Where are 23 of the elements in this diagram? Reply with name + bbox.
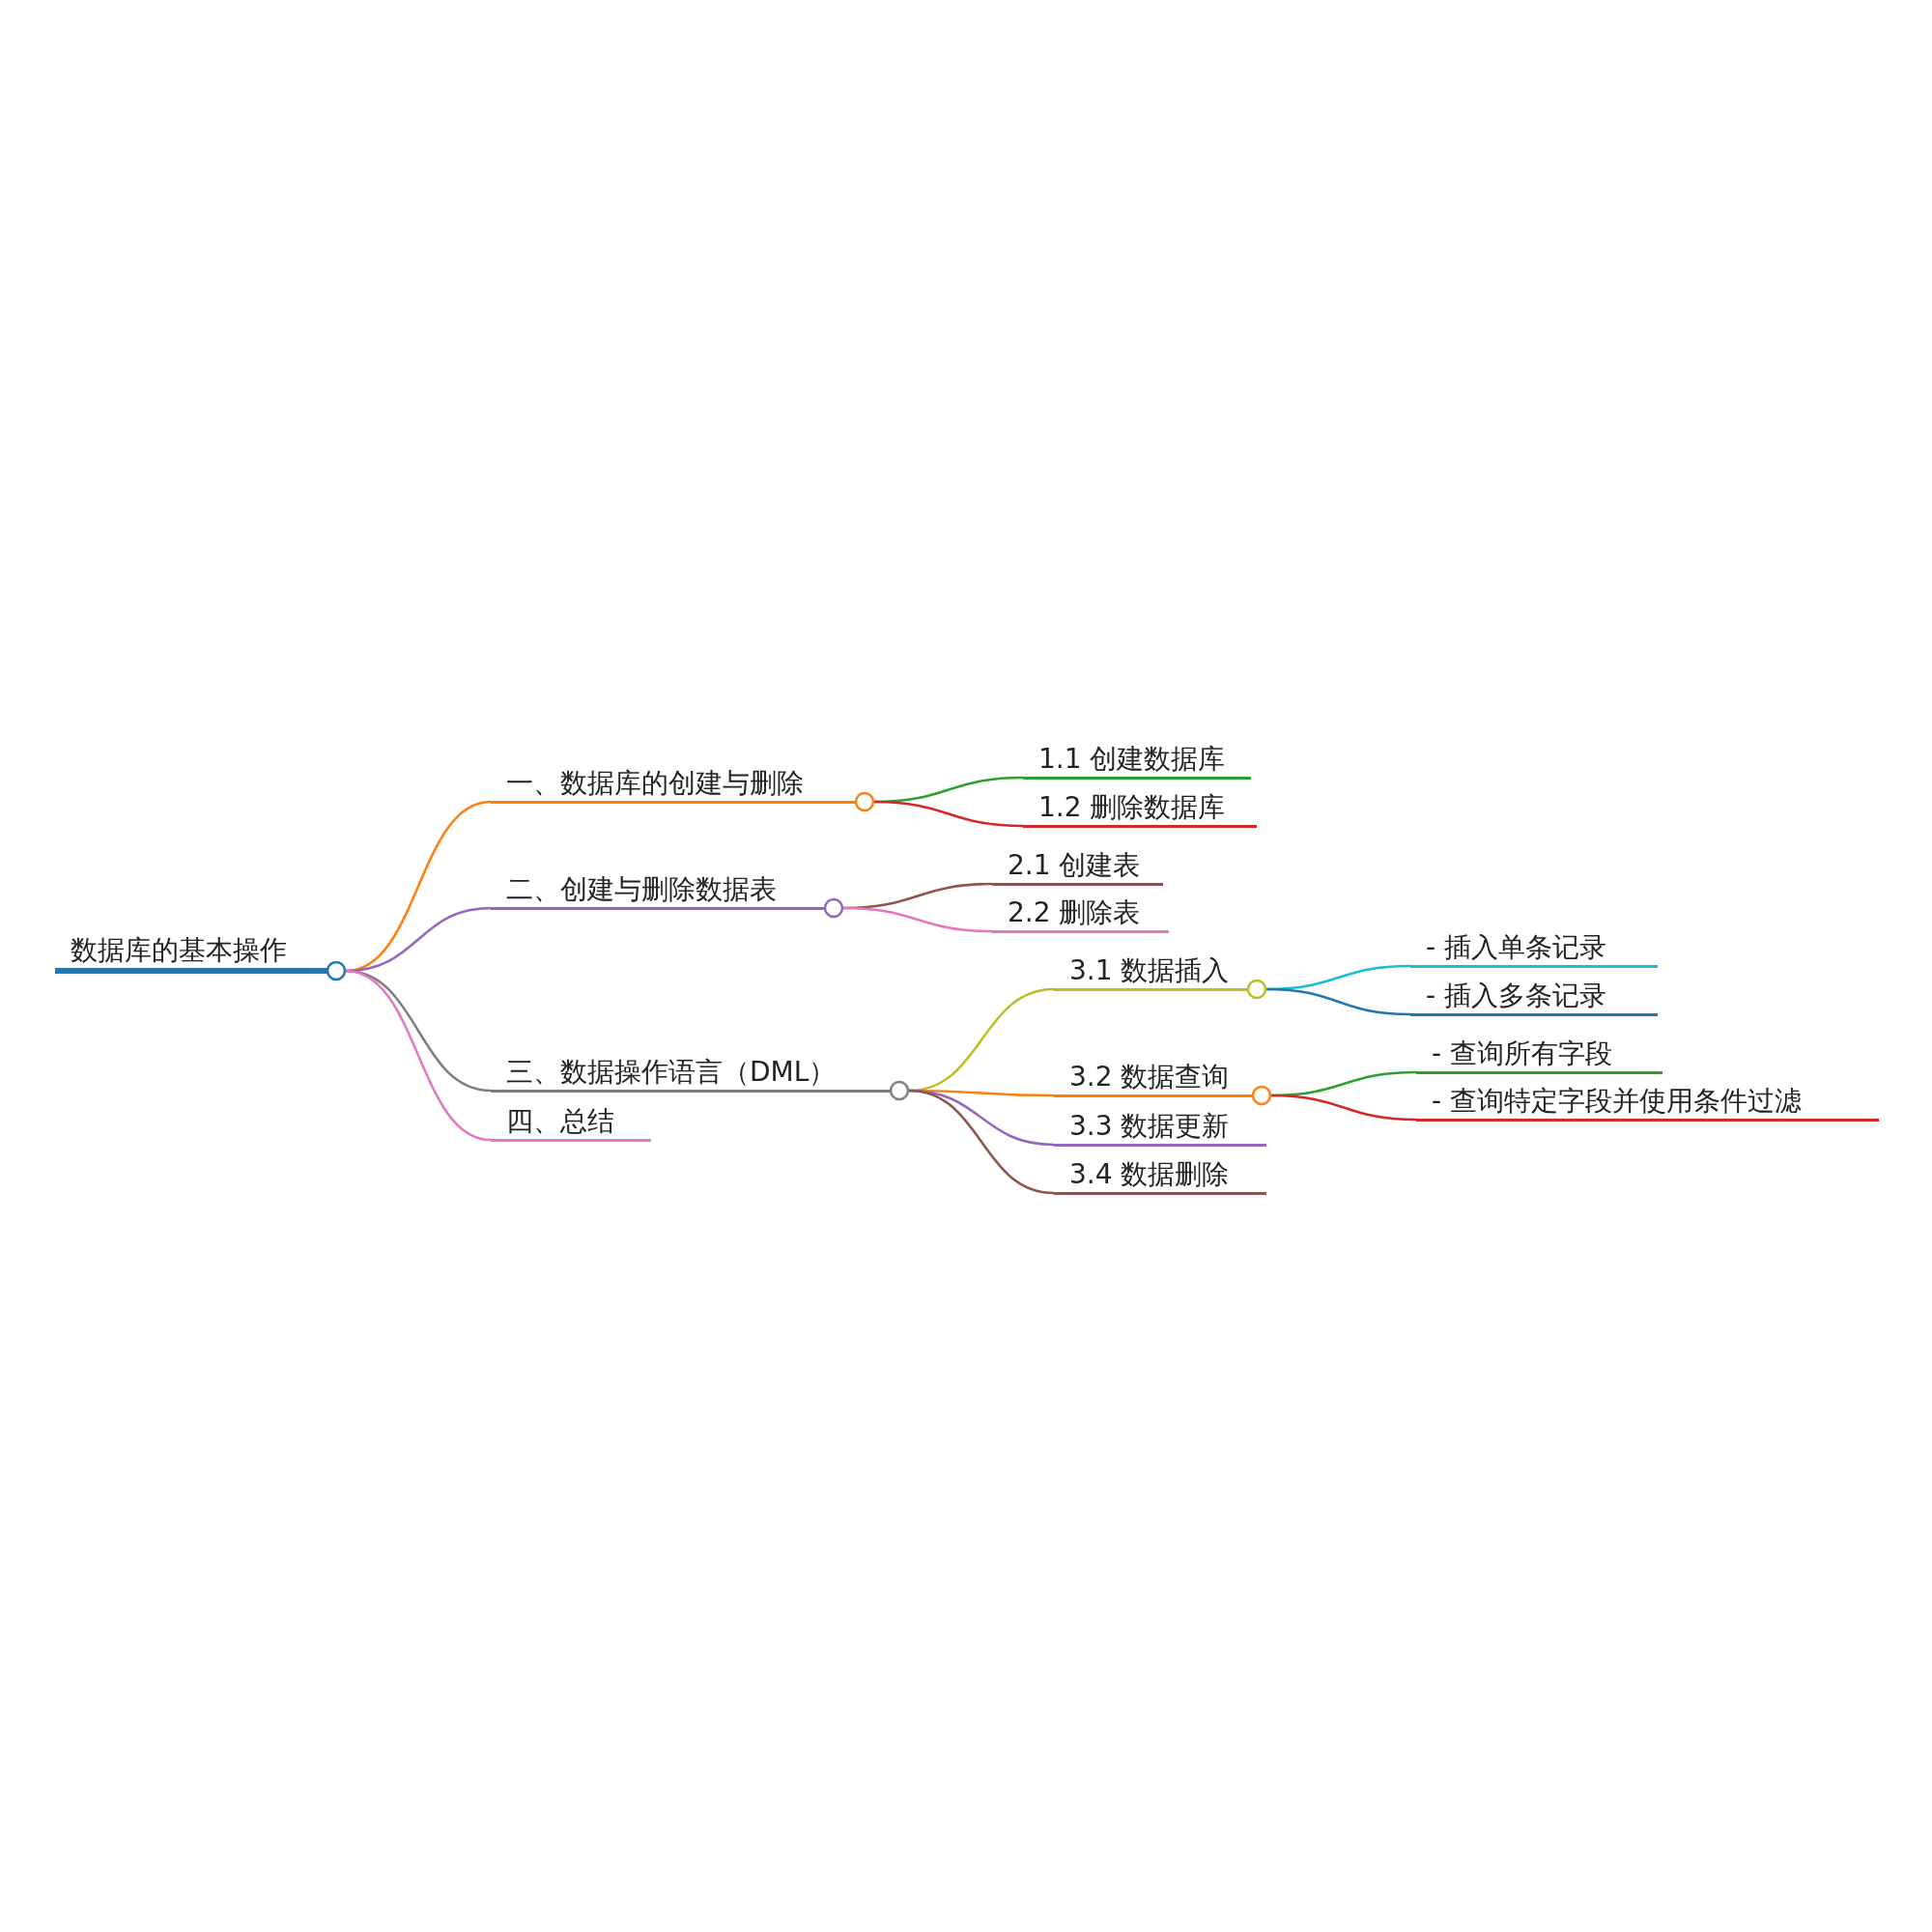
- topic-text: 3.4 数据删除: [1069, 1160, 1230, 1188]
- topic-text: 1.1 创建数据库: [1038, 745, 1226, 773]
- branch-connector: [1270, 1094, 1417, 1122]
- topic-text: 数据库的基本操作: [71, 937, 287, 964]
- topic-text: - 查询所有字段: [1432, 1039, 1612, 1067]
- branch-connector: [1265, 987, 1411, 1016]
- topic-text: 一、数据库的创建与删除: [506, 769, 804, 797]
- topic-text: 3.2 数据查询: [1069, 1063, 1230, 1091]
- topic-text: 3.1 数据插入: [1069, 956, 1230, 984]
- topic-text: 3.3 数据更新: [1069, 1112, 1230, 1140]
- topic-text: 四、总结: [506, 1107, 614, 1135]
- topic-text: - 查询特定字段并使用条件过滤: [1432, 1087, 1802, 1115]
- topic-text: - 插入多条记录: [1426, 981, 1606, 1009]
- branch-connector: [908, 1089, 1055, 1195]
- topic-text: 2.2 删除表: [1008, 898, 1141, 926]
- branch-connector: [842, 906, 993, 933]
- branch-connector: [873, 800, 1024, 828]
- topic-text: 1.2 删除数据库: [1038, 793, 1226, 821]
- topic-text: - 插入单条记录: [1426, 933, 1606, 961]
- topic-text: 2.1 创建表: [1008, 851, 1141, 879]
- branch-connector: [345, 969, 492, 1142]
- topic-text: 三、数据操作语言（DML）: [506, 1058, 837, 1086]
- topic-text: 二、创建与删除数据表: [506, 875, 777, 903]
